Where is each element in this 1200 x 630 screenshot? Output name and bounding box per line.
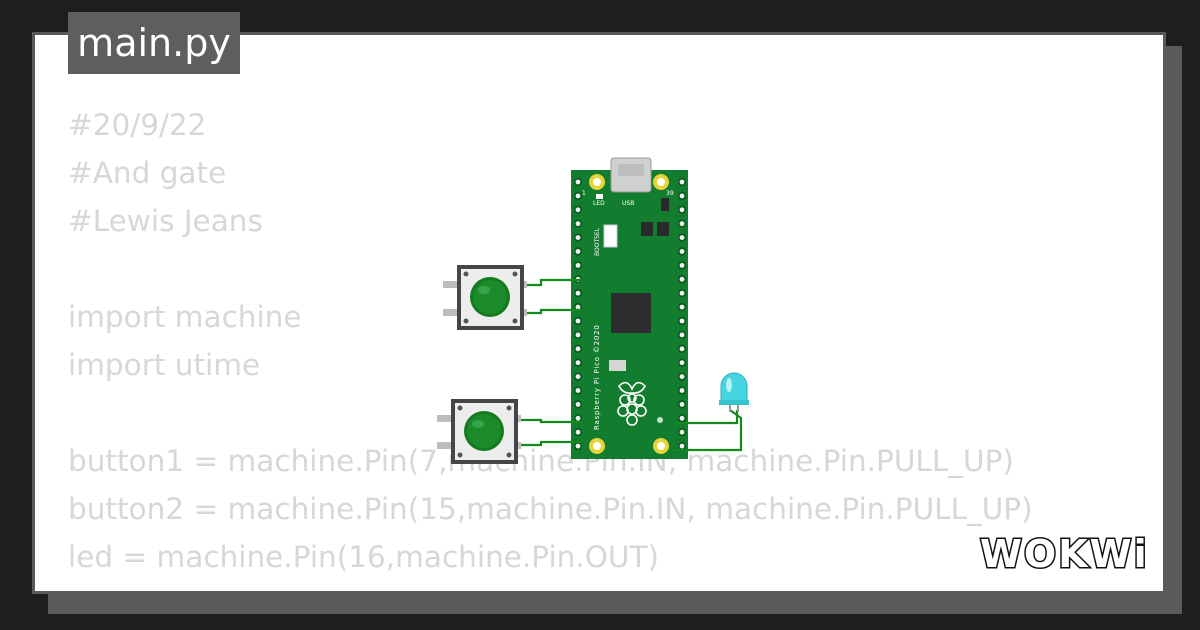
led-icon[interactable] — [719, 372, 749, 412]
header-pin-hole — [679, 360, 685, 366]
header-pin-hole — [575, 290, 581, 296]
header-pin-hole — [575, 443, 581, 449]
header-pin-hole — [679, 332, 685, 338]
header-pin-hole — [575, 304, 581, 310]
header-pin-hole — [575, 374, 581, 379]
header-pin-hole — [575, 221, 581, 227]
board-silkscreen: Raspberry Pi Pico ©2020 — [593, 324, 601, 430]
header-pin-hole — [575, 207, 581, 213]
wokwi-logo: WOKWi — [979, 531, 1149, 578]
header-pin-hole — [679, 374, 685, 379]
header-pin-hole — [575, 360, 581, 366]
header-pin-hole — [679, 429, 685, 435]
header-pin-hole — [679, 318, 685, 324]
header-pin-hole — [679, 193, 685, 199]
code-line: import utime — [68, 348, 261, 382]
header-pin-hole — [575, 402, 581, 407]
header-pin-hole — [575, 388, 581, 393]
header-pin-hole — [679, 221, 685, 227]
header-pin-hole — [575, 179, 581, 185]
header-pin-hole — [575, 235, 581, 241]
header-pin-hole — [679, 179, 685, 185]
code-line: import machine — [68, 300, 302, 334]
pushbutton-1[interactable] — [443, 265, 527, 330]
raspberry-pi-pico-board[interactable]: LED USB 1 39 BOOTSEL Raspberry Pi Pico ©… — [571, 157, 688, 459]
header-pin-hole — [679, 235, 685, 241]
header-pin-hole — [575, 429, 581, 435]
code-line: button2 = machine.Pin(15,machine.Pin.IN,… — [68, 492, 1033, 526]
header-pin-hole — [679, 290, 685, 296]
header-pin-hole — [679, 304, 685, 310]
code-preview: #20/9/22 #And gate #Lewis Jeans import m… — [68, 101, 1033, 581]
file-tab-main-py[interactable]: main.py — [68, 12, 240, 74]
code-line: #And gate — [68, 156, 227, 190]
wires — [519, 278, 743, 452]
raspberry-pi-logo-icon — [617, 381, 647, 426]
header-pin-hole — [575, 249, 581, 254]
onboard-led-icon — [596, 194, 603, 199]
bootsel-label: BOOTSEL — [594, 227, 601, 256]
header-pin-hole — [679, 388, 685, 393]
header-pin-hole — [679, 415, 685, 421]
header-pin-hole — [679, 276, 685, 282]
header-pin-hole — [575, 263, 581, 268]
header-pin-hole — [575, 346, 581, 352]
header-pin-hole — [575, 415, 581, 421]
header-pin-hole — [679, 346, 685, 352]
code-line: #20/9/22 — [68, 108, 207, 142]
header-pin-hole — [575, 193, 581, 199]
pin1-label: 1 — [582, 190, 586, 197]
rp2040-chip-icon — [611, 293, 651, 333]
pushbutton-2[interactable] — [437, 399, 521, 464]
pin39-label: 39 — [666, 190, 674, 197]
code-line: led = machine.Pin(16,machine.Pin.OUT) — [68, 540, 660, 574]
header-pin-hole — [679, 249, 685, 254]
header-pin-hole — [575, 318, 581, 324]
code-line: #Lewis Jeans — [68, 204, 263, 238]
right-pin-header — [677, 177, 687, 451]
header-pin-hole — [679, 207, 685, 213]
bootsel-button[interactable] — [603, 224, 618, 248]
header-pin-hole — [575, 332, 581, 338]
header-pin-hole — [679, 402, 685, 407]
header-pin-hole — [679, 263, 685, 268]
usb-label: USB — [622, 200, 634, 207]
led-label: LED — [593, 200, 605, 207]
header-pin-hole — [679, 443, 685, 449]
svg-text:WOKWi: WOKWi — [980, 532, 1148, 576]
